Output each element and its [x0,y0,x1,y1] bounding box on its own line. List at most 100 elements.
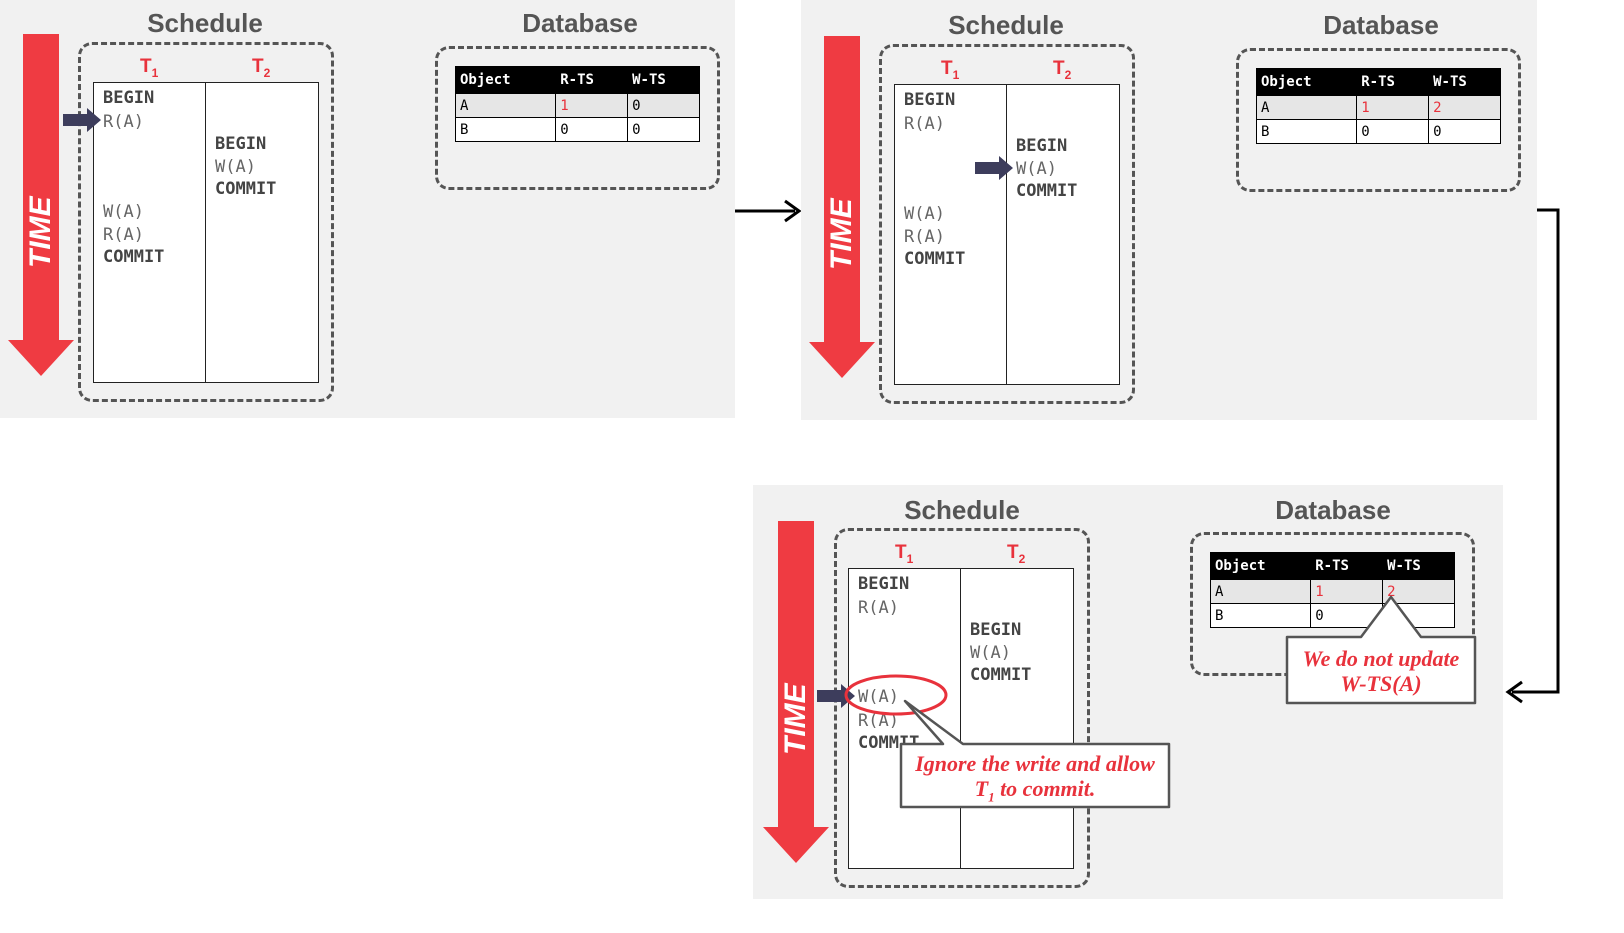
database-table: Object R-TS W-TS A 1 2 B 0 0 [1209,552,1455,628]
database-box [1236,48,1521,192]
highlight-ellipse-icon [844,674,948,716]
pointer-arrow-icon [975,156,1013,180]
time-label: TIME [24,196,57,268]
table-header-row: Object R-TS W-TS [1255,68,1501,96]
t1-write-a: W(A) [858,687,899,707]
t1-read-a-2: R(A) [904,227,945,247]
table-row: A 1 0 [454,93,700,118]
t1-read-a-2: R(A) [103,225,144,245]
t1-commit: COMMIT [904,249,966,269]
cell-r-ts: 0 [555,117,629,142]
header-w-ts: W-TS [627,66,700,94]
schedule-box [834,528,1090,888]
table-header-row: Object R-TS W-TS [1209,552,1455,580]
t1-begin: BEGIN [904,90,956,110]
callout-no-update-text: We do not update W-TS(A) [1289,646,1473,696]
time-arrow-icon [8,34,74,376]
schedule-heading: Schedule [948,10,1064,40]
t1-commit: COMMIT [103,247,165,267]
callout-ignore-bubble [899,699,1171,809]
cell-object: A [454,93,557,118]
header-w-ts: W-TS [1428,68,1501,96]
table-row: B 0 0 [454,117,700,142]
table-row: B 0 0 [1209,603,1455,628]
time-arrow-icon [809,36,875,378]
cell-object: B [1209,603,1312,628]
schedule-heading: Schedule [147,8,263,38]
cell-object: B [1255,119,1358,144]
cell-r-ts: 1 [1356,95,1430,120]
database-table: Object R-TS W-TS A 1 2 B 0 0 [1255,68,1501,144]
time-arrow: TIME [8,34,74,376]
step-3-panel: Schedule Database TIME T1 T2 BEGIN R(A) … [753,485,1503,899]
callout-ignore-line2: T1 to commit. [974,776,1096,805]
header-w-ts: W-TS [1382,552,1455,580]
cell-w-ts: 2 [1428,95,1501,120]
pointer-arrow-icon [817,684,855,708]
callout-ignore-text: Ignore the write and allow T1 to commit. [903,751,1167,809]
t2-label: T2 [252,56,271,80]
cell-w-ts: 0 [627,117,700,142]
t2-write-a: W(A) [970,643,1011,663]
time-label: TIME [779,683,812,755]
schedule-table [93,82,319,383]
callout-ignore-line1: Ignore the write and allow [915,751,1155,776]
t1-read-a: R(A) [858,598,899,618]
flow-arrow-elbow-icon [1505,208,1560,704]
t1-read-a-2: R(A) [858,711,899,731]
cell-w-ts: 2 [1382,579,1455,604]
cell-r-ts: 1 [555,93,629,118]
column-divider [1006,85,1007,384]
time-arrow-icon [763,521,829,863]
schedule-box [78,42,334,402]
database-heading: Database [1275,495,1391,525]
cell-r-ts: 1 [1310,579,1384,604]
database-table: Object R-TS W-TS A 1 0 B 0 0 [454,66,700,142]
t2-write-a: W(A) [1016,159,1057,179]
database-heading: Database [1323,10,1439,40]
header-r-ts: R-TS [1310,552,1384,580]
cell-object: A [1209,579,1312,604]
cell-object: B [454,117,557,142]
t2-label: T2 [1007,542,1026,566]
pointer-arrow-icon [63,108,101,132]
cell-w-ts: 0 [1428,119,1501,144]
time-arrow: TIME [809,36,875,378]
header-object: Object [454,66,557,94]
header-r-ts: R-TS [1356,68,1430,96]
table-row: A 1 2 [1209,579,1455,604]
schedule-table [848,568,1074,869]
t1-begin: BEGIN [858,574,910,594]
step-2-panel: Schedule Database TIME T1 T2 BEGIN R(A) … [801,0,1537,420]
t2-commit: COMMIT [1016,181,1078,201]
t2-label: T2 [1053,58,1072,82]
t1-write-a: W(A) [103,202,144,222]
header-object: Object [1255,68,1358,96]
callout-no-update-bubble [1285,595,1477,705]
t1-write-a: W(A) [904,204,945,224]
step-1-panel: Schedule Database TIME T1 T2 BEGIN R(A) … [0,0,735,418]
t2-begin: BEGIN [1016,136,1068,156]
t1-label: T1 [140,56,159,80]
t1-read-a: R(A) [904,114,945,134]
t2-write-a: W(A) [215,157,256,177]
t2-commit: COMMIT [215,179,277,199]
schedule-table [894,84,1120,385]
header-object: Object [1209,552,1312,580]
time-arrow: TIME [763,521,829,863]
t1-label: T1 [941,58,960,82]
cell-w-ts: 0 [627,93,700,118]
table-row: A 1 2 [1255,95,1501,120]
database-heading: Database [522,8,638,38]
column-divider [960,569,961,868]
time-label: TIME [825,198,858,270]
t1-begin: BEGIN [103,88,155,108]
callout-no-update-line2: W-TS(A) [1340,671,1422,696]
column-divider [205,83,206,382]
t2-begin: BEGIN [970,620,1022,640]
flow-arrow-right-icon [735,199,802,223]
t2-commit: COMMIT [970,665,1032,685]
t1-label: T1 [895,542,914,566]
cell-r-ts: 0 [1356,119,1430,144]
database-box [435,46,720,190]
